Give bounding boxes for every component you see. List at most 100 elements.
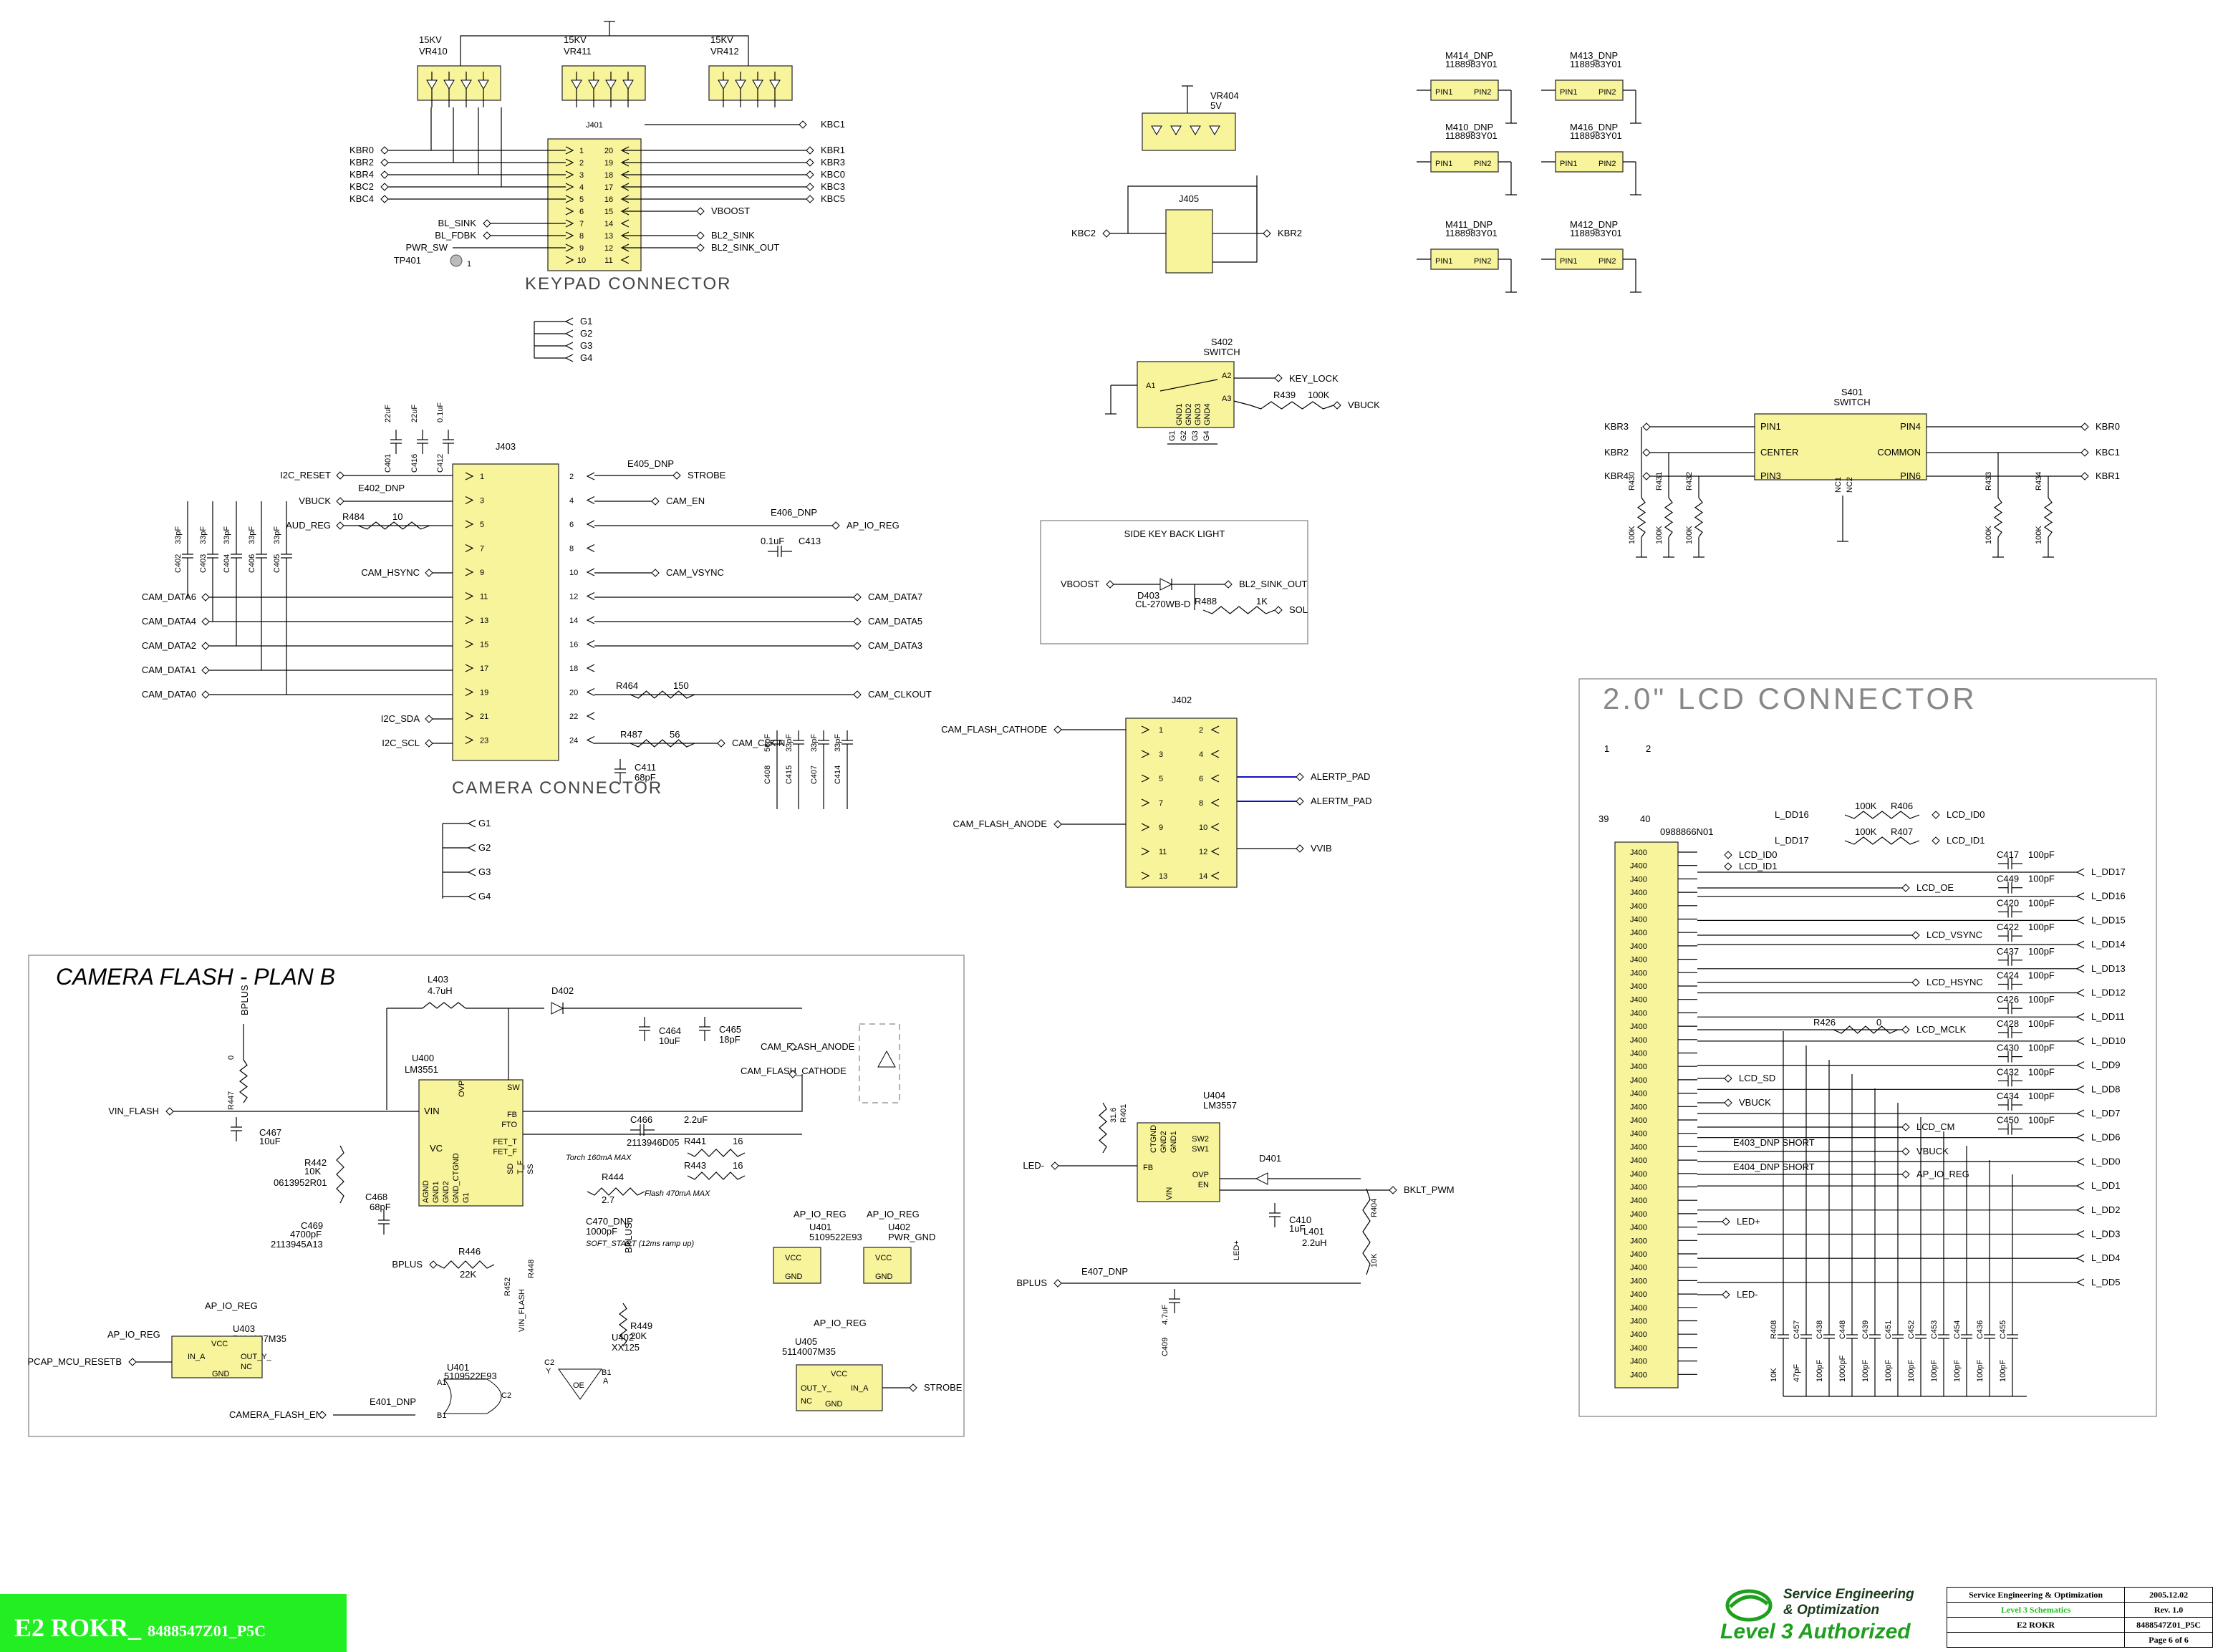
r442-ref: R442 xyxy=(304,1157,327,1168)
cap-right-val: 33pF xyxy=(834,734,842,752)
lcd-botcap-ref: C455 xyxy=(1999,1320,2007,1339)
j401-pin: 13 xyxy=(604,232,613,241)
u405-outy: OUT_Y_ xyxy=(801,1384,832,1393)
j401-arrow xyxy=(565,219,574,228)
lcd-botcap-val: 100pF xyxy=(1930,1360,1939,1382)
j403-arrow xyxy=(586,664,595,672)
j400-pin-label: J400 xyxy=(1630,1344,1647,1353)
camera-net-I2C_SDA: I2C_SDA xyxy=(381,713,420,724)
j403-arrow xyxy=(586,687,595,697)
lcd-pin-40: 40 xyxy=(1640,813,1650,824)
resistor-R434 xyxy=(2043,497,2053,538)
port-diamond xyxy=(2080,472,2089,480)
lcd-id0b: LCD_ID0 xyxy=(1739,849,1777,860)
lcd-cap-ref: C450 xyxy=(1997,1115,2019,1126)
e403-label: E403_DNP SHORT xyxy=(1733,1137,1815,1148)
ic-U400 xyxy=(418,1079,524,1207)
lcd-net-7: VBUCK xyxy=(1916,1146,1949,1156)
camera-net-VBUCK: VBUCK xyxy=(299,496,331,506)
port-diamond xyxy=(1642,422,1651,431)
cap-top-ref: C416 xyxy=(410,454,419,473)
j403-arrow xyxy=(586,735,595,745)
c469-ref: C469 xyxy=(301,1220,323,1231)
lcd-botcap-ref: C451 xyxy=(1884,1320,1893,1339)
port-diamond xyxy=(1724,1098,1732,1107)
u405-part: 5114007M35 xyxy=(782,1346,836,1357)
keypad-net-KBR3: KBR3 xyxy=(821,157,845,168)
s402-g-pin: G2 xyxy=(1180,430,1188,441)
cap-top-val: 0.1uF xyxy=(436,402,445,422)
vr404-rating: 5V xyxy=(1210,100,1222,111)
j402-arrow xyxy=(1210,871,1220,880)
j403-arrow xyxy=(586,568,595,576)
lcd-out-L_DD11: L_DD11 xyxy=(2091,1011,2125,1022)
lcd-cap-val: 100pF xyxy=(2028,1043,2055,1053)
port-diamond xyxy=(696,243,705,252)
s401-pin-l: PIN1 xyxy=(1760,421,1781,432)
dnp-ref: M411_DNP xyxy=(1445,219,1493,230)
j402-pin: 2 xyxy=(1199,726,1203,735)
lcd-out-arrow xyxy=(2075,1109,2085,1118)
port-diamond xyxy=(425,739,433,748)
dnp-ref: M412_DNP xyxy=(1570,219,1618,230)
cap-right-ref: C408 xyxy=(763,765,772,784)
j401-pin: 1 xyxy=(579,147,584,155)
connector-J400 xyxy=(1614,841,1679,1388)
port-diamond xyxy=(1224,580,1233,589)
j403-pin: 16 xyxy=(569,641,578,649)
j401-pin: 18 xyxy=(604,171,613,180)
lcd-botcap-ref: C454 xyxy=(1953,1320,1962,1339)
c466-ref: C466 xyxy=(630,1114,652,1125)
j403-pin: 24 xyxy=(569,737,578,745)
u402b-ap: AP_IO_REG xyxy=(867,1209,920,1219)
cap-left-val: 33pF xyxy=(223,526,231,544)
port-diamond xyxy=(1911,978,1920,987)
s402-gnd-pin: GND2 xyxy=(1185,403,1193,425)
u403-ref: U403 xyxy=(233,1323,255,1334)
port-diamond xyxy=(201,690,210,699)
j401-arrow xyxy=(565,170,574,179)
dnp-pn: 1188983Y01 xyxy=(1445,228,1498,238)
tb-part: 8488547Z01_P5C xyxy=(2124,1617,2213,1633)
r443-ref: R443 xyxy=(684,1160,706,1171)
model-part: 8488547Z01_P5C xyxy=(148,1622,266,1640)
s401-nc1: NC1 xyxy=(1834,477,1843,493)
port-diamond xyxy=(1053,1279,1062,1288)
lcd-out-L_DD5: L_DD5 xyxy=(2091,1277,2120,1288)
lcd-net-4: LCD_SD xyxy=(1739,1073,1775,1083)
port-diamond xyxy=(853,690,862,699)
lcd-cap-val: 100pF xyxy=(2028,946,2055,957)
r401-ref: R401 xyxy=(1119,1104,1128,1123)
g-arrow xyxy=(467,892,476,901)
s401-pin-r: COMMON xyxy=(1877,447,1921,458)
lcd-out-arrow xyxy=(2075,1206,2085,1214)
c467-ref: C467 xyxy=(259,1127,281,1138)
g-arrow xyxy=(564,342,574,350)
g-arrow xyxy=(467,819,476,828)
u404-pin: GND2 xyxy=(1159,1131,1168,1153)
lcd-cap-ref: C434 xyxy=(1997,1091,2019,1101)
c465-val: 18pF xyxy=(719,1034,741,1045)
lcd-cap-ref: C449 xyxy=(1997,874,2019,884)
j400-pin-label: J400 xyxy=(1630,929,1647,937)
j402-pin: 4 xyxy=(1199,750,1203,759)
j400-pin-label: J400 xyxy=(1630,1076,1647,1085)
j401-pin: 9 xyxy=(579,244,584,253)
lcd-pin-39: 39 xyxy=(1598,813,1609,824)
keypad-net-KBC5: KBC5 xyxy=(821,193,845,204)
bl-bplus: BPLUS xyxy=(1016,1277,1047,1288)
g-arrow xyxy=(564,329,574,338)
u402-ref: U402 xyxy=(612,1332,634,1343)
port-diamond xyxy=(717,739,725,748)
cap-right-ref: C407 xyxy=(810,765,819,784)
s401-res-ref: R430 xyxy=(1628,472,1636,491)
u400-pin: VIN xyxy=(424,1106,440,1116)
port-diamond xyxy=(806,146,814,155)
lcd-net-0: LCD_OE xyxy=(1916,882,1954,893)
j400-pin-label: J400 xyxy=(1630,969,1647,977)
varistor-diode xyxy=(1151,125,1162,135)
resistor-R447 xyxy=(239,1059,248,1103)
r448-ref: R448 xyxy=(527,1260,536,1278)
s401-nc2: NC2 xyxy=(1846,477,1854,493)
lcd-net-8: AP_IO_REG xyxy=(1916,1169,1969,1179)
